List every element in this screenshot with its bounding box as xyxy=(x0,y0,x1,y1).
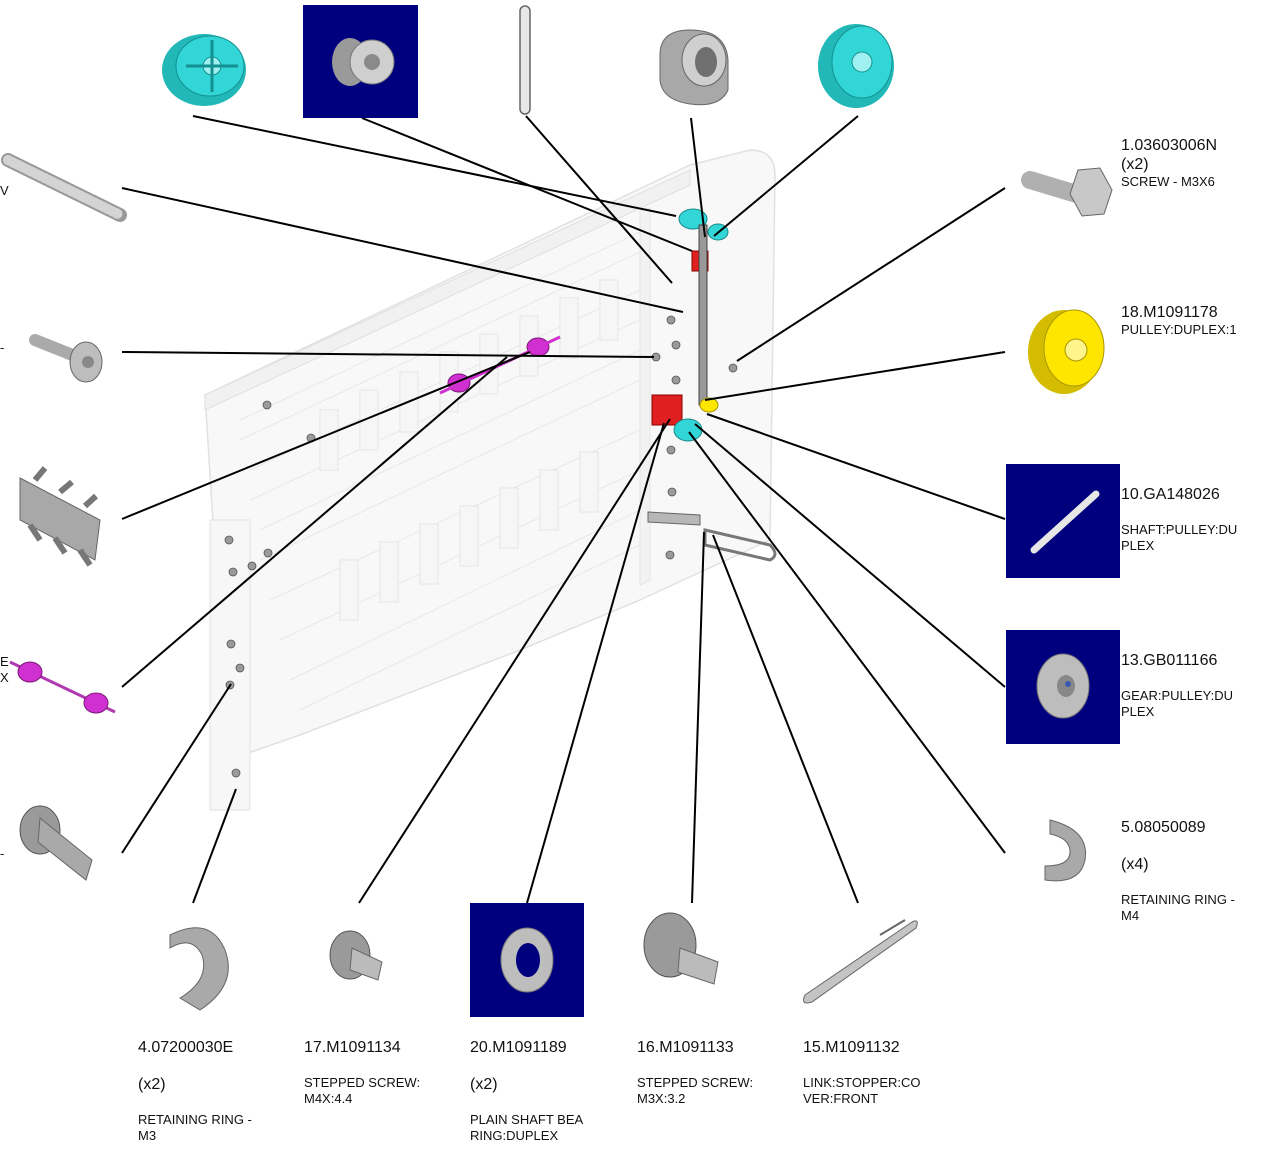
cyan-pulley-icon xyxy=(162,34,246,106)
label-part-18: 18.M1091178 PULLEY:DUPLEX:1 xyxy=(1121,303,1237,338)
part-description: GEAR:PULLEY:DU PLEX xyxy=(1121,688,1233,719)
link-stopper-icon xyxy=(803,919,918,1004)
retaining-ring-m4-icon xyxy=(1044,819,1087,882)
part-number: 4.07200030E xyxy=(138,1039,234,1056)
part-number: 18.M1091178 xyxy=(1121,304,1218,321)
part-description: SCREW - M3X6 xyxy=(1121,174,1215,189)
label-part-4: 4.07200030E (x2) RETAINING RING - M3 xyxy=(138,1020,252,1162)
flange-screw-icon xyxy=(19,805,93,881)
stepped-screw-m4-icon xyxy=(329,930,383,981)
roller-icon xyxy=(19,466,101,567)
stepped-screw-m3-icon xyxy=(643,912,719,985)
label-part-10: 10.GA148026 SHAFT:PULLEY:DU PLEX xyxy=(1121,467,1237,572)
edge-fragment-5: - xyxy=(0,846,4,861)
edge-fragment-3: E xyxy=(0,654,9,669)
part-number: 20.M1091189 xyxy=(470,1039,567,1056)
label-part-5: 5.08050089 (x4) RETAINING RING - M4 xyxy=(1121,800,1235,942)
part-number: 1.03603006N xyxy=(1121,137,1218,154)
edge-fragment-1: V xyxy=(0,183,9,198)
part-description: SHAFT:PULLEY:DU PLEX xyxy=(1121,522,1238,553)
part-number: 13.GB011166 xyxy=(1121,652,1218,669)
part-number: 10.GA148026 xyxy=(1121,486,1220,503)
part-qty: (x2) xyxy=(138,1076,166,1093)
edge-fragment-2: - xyxy=(0,340,4,355)
screw-icon xyxy=(29,334,103,383)
part-description: RETAINING RING - M4 xyxy=(1121,892,1235,923)
leader-lines xyxy=(121,115,1006,904)
label-part-1: 1.03603006N (x2) SCREW - M3X6 xyxy=(1121,136,1217,190)
part-number: 5.08050089 xyxy=(1121,819,1206,836)
part-description: RETAINING RING - M3 xyxy=(138,1112,252,1143)
part-description: STEPPED SCREW: M3X:3.2 xyxy=(637,1075,754,1106)
gear-pulley-icon xyxy=(1036,653,1090,719)
part-number: 16.M1091133 xyxy=(637,1039,734,1056)
yellow-pulley-icon xyxy=(1028,309,1105,394)
pin-icon xyxy=(519,5,531,115)
label-part-15: 15.M1091132 LINK:STOPPER:CO VER:FRONT xyxy=(803,1020,921,1125)
screw-m3x6-icon xyxy=(1021,167,1113,217)
part-qty: (x2) xyxy=(470,1076,498,1093)
shaft-icon xyxy=(1030,490,1100,554)
part-qty: (x2) xyxy=(1121,156,1149,173)
label-part-20: 20.M1091189 (x2) PLAIN SHAFT BEA RING:DU… xyxy=(470,1020,583,1162)
spring-icon xyxy=(1,153,127,222)
label-part-16: 16.M1091133 STEPPED SCREW: M3X:3.2 xyxy=(637,1020,753,1125)
part-description: PLAIN SHAFT BEA RING:DUPLEX xyxy=(470,1112,584,1143)
spacer-icon xyxy=(332,38,395,86)
part-number: 17.M1091134 xyxy=(304,1039,401,1056)
frame-screws xyxy=(224,315,738,778)
part-description: LINK:STOPPER:CO VER:FRONT xyxy=(803,1075,921,1106)
bushing-icon xyxy=(659,29,729,106)
bearing-icon xyxy=(500,927,554,993)
edge-fragment-4: X xyxy=(0,670,9,685)
cyan-pulley-2-icon xyxy=(818,24,894,108)
retaining-ring-m3-icon xyxy=(169,927,229,1011)
label-part-13: 13.GB011166 GEAR:PULLEY:DU PLEX xyxy=(1121,633,1233,738)
exploded-parts-diagram: V - E X - xyxy=(0,5,1120,1017)
part-description: PULLEY:DUPLEX:1 xyxy=(1121,322,1237,337)
label-part-17: 17.M1091134 STEPPED SCREW: M4X:4.4 xyxy=(304,1020,420,1125)
part-number: 15.M1091132 xyxy=(803,1039,900,1056)
shaft-assembly-icon xyxy=(9,660,116,714)
part-description: STEPPED SCREW: M4X:4.4 xyxy=(304,1075,421,1106)
part-qty: (x4) xyxy=(1121,856,1149,873)
